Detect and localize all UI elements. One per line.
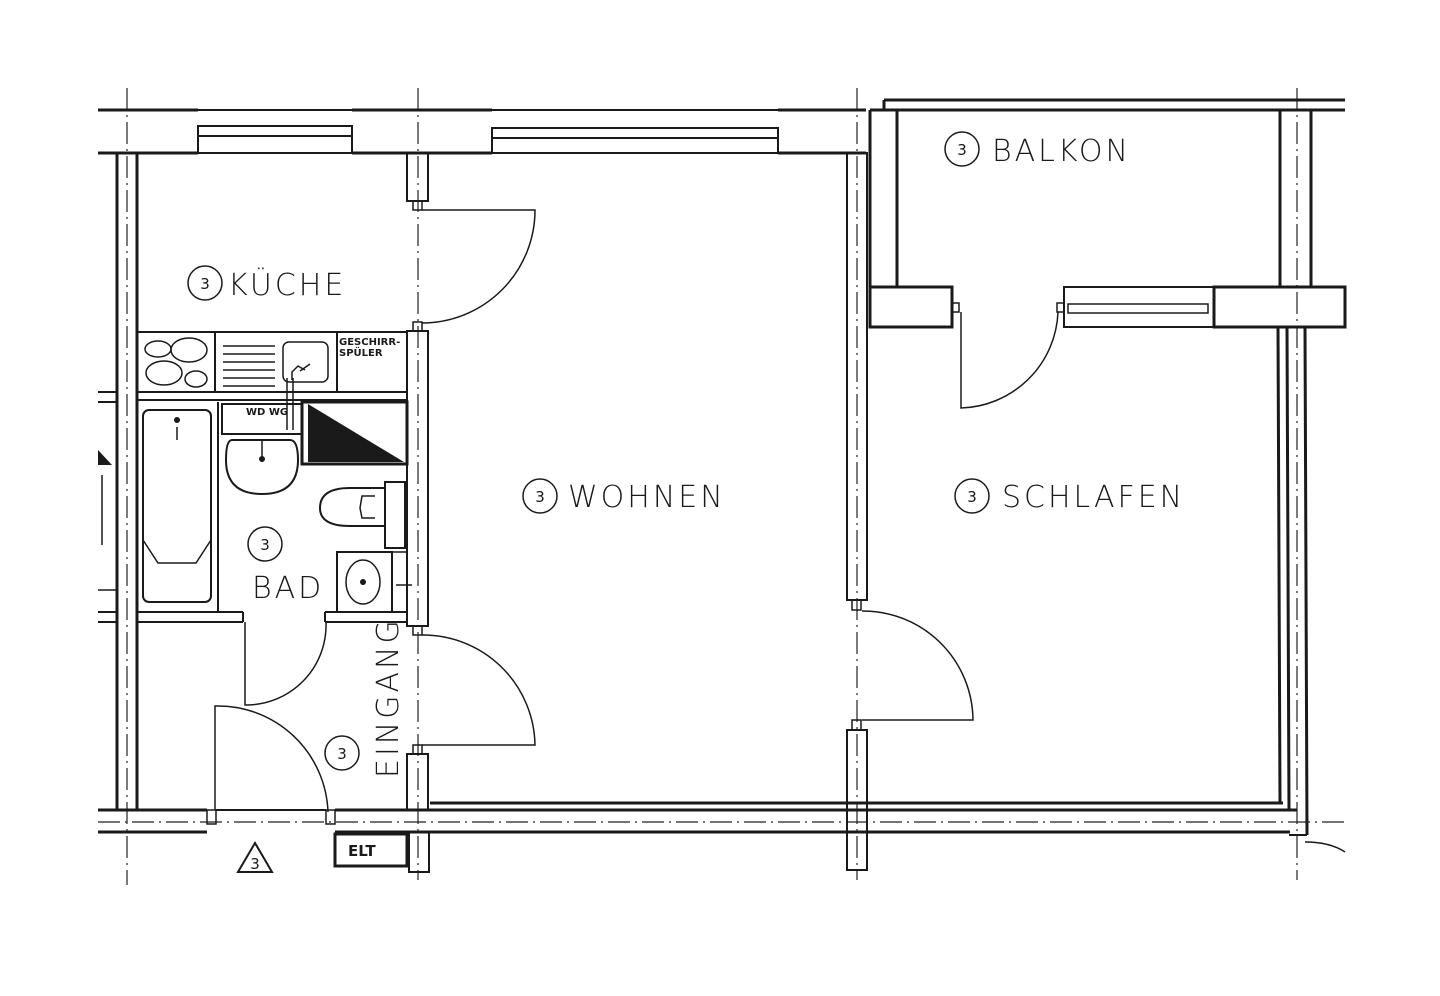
bathroom: WD WG xyxy=(137,400,412,623)
dishwasher-label-2: SPÜLER xyxy=(339,345,383,359)
svg-text:ELT: ELT xyxy=(348,842,376,860)
svg-text:KÜCHE: KÜCHE xyxy=(228,267,346,303)
balcony xyxy=(868,98,1347,329)
stove-icon xyxy=(144,337,208,388)
toilet-icon xyxy=(318,481,406,549)
svg-text:BAD: BAD xyxy=(252,571,324,606)
svg-text:3: 3 xyxy=(250,855,260,873)
kitchen-counter: GESCHIRR- SPÜLER xyxy=(136,331,408,430)
svg-text:EINGANG: EINGANG xyxy=(371,617,406,778)
left-exterior-wall xyxy=(98,153,139,810)
kitchen-sink-icon xyxy=(282,341,329,383)
shaft-fill xyxy=(308,404,404,462)
bedroom-partition-wall xyxy=(846,152,868,871)
balcony-door[interactable] xyxy=(960,311,1059,409)
living-room-door[interactable] xyxy=(421,634,536,746)
top-exterior-wall xyxy=(98,108,866,155)
kitchen-door[interactable] xyxy=(421,209,536,324)
right-exterior-wall xyxy=(1276,326,1346,853)
electric-box: ELT xyxy=(333,832,409,868)
dishwasher-label-1: GESCHIRR- xyxy=(339,337,400,348)
svg-text:3: 3 xyxy=(535,488,545,506)
bottom-exterior-wall xyxy=(98,801,1297,834)
svg-text:3: 3 xyxy=(967,488,977,506)
bedroom-door[interactable] xyxy=(861,610,974,721)
axis-lines xyxy=(98,88,1345,885)
entrance-door[interactable] xyxy=(206,705,336,825)
svg-text:SCHLAFEN: SCHLAFEN xyxy=(1002,480,1185,515)
svg-text:3: 3 xyxy=(260,536,270,554)
svg-text:WOHNEN: WOHNEN xyxy=(568,480,726,515)
room-label-balkon: 3 BALKON xyxy=(944,131,1131,169)
entrance-marker-icon: 3 xyxy=(236,841,274,873)
svg-text:BALKON: BALKON xyxy=(992,134,1131,169)
room-label-bad: 3 BAD xyxy=(247,526,324,606)
drainboard-icon xyxy=(223,345,275,387)
kitchen-partition-wall xyxy=(406,152,429,811)
washing-machine-icon xyxy=(336,551,412,613)
room-label-wohnen: 3 WOHNEN xyxy=(522,478,726,515)
washbasin-icon xyxy=(224,439,300,496)
room-label-kueche: 3 KÜCHE xyxy=(187,265,346,303)
room-label-schlafen: 3 SCHLAFEN xyxy=(954,478,1185,515)
svg-text:3: 3 xyxy=(957,141,967,159)
svg-text:3: 3 xyxy=(200,275,210,293)
room-label-eingang: 3 EINGANG xyxy=(324,617,406,778)
bathtub-icon xyxy=(142,409,212,603)
svg-text:WD WG: WD WG xyxy=(246,407,288,418)
bathroom-door[interactable] xyxy=(244,621,327,706)
svg-text:3: 3 xyxy=(337,745,347,763)
